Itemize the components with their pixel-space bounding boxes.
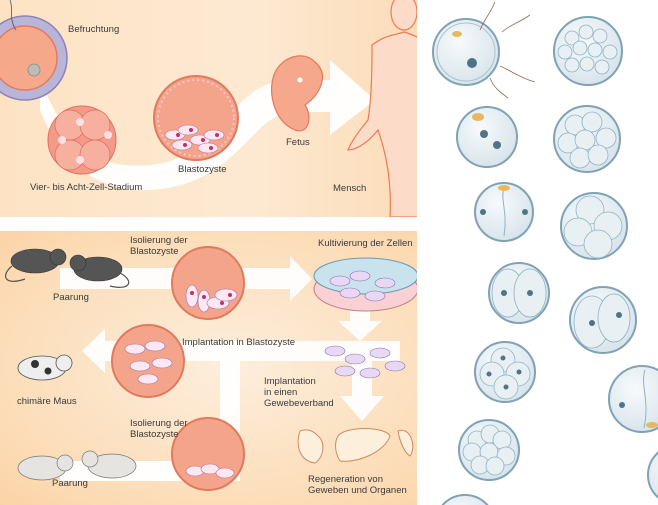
embryo-pronuclei bbox=[456, 106, 518, 168]
kidney-shape bbox=[397, 429, 414, 457]
zygote-illustration bbox=[0, 0, 68, 101]
white-mice-illustration bbox=[17, 450, 137, 481]
cleavage-stages-panel bbox=[420, 0, 658, 505]
development-illustration bbox=[0, 0, 417, 217]
arrow-to-chimera bbox=[60, 329, 400, 481]
gray-mice-illustration bbox=[4, 248, 130, 288]
embryo-eight-cell-right bbox=[553, 105, 621, 173]
embryo-four-cell bbox=[474, 341, 536, 403]
arrow-to-organs bbox=[340, 361, 384, 421]
embryo-two-cell bbox=[488, 262, 550, 324]
label-regeneration: Regeneration von Geweben und Organen bbox=[308, 474, 407, 496]
label-implantation-tissue: Implantation in einen Gewebeverband bbox=[264, 376, 334, 409]
chimeric-mouse-illustration bbox=[17, 354, 73, 381]
embryo-partial-bottom-left bbox=[441, 494, 489, 505]
arrow-culture-down bbox=[338, 289, 382, 341]
label-isolation-bottom: Isolierung der Blastozyste bbox=[130, 418, 188, 440]
label-mating-bottom: Paarung bbox=[52, 478, 88, 489]
liver-shape bbox=[335, 428, 391, 462]
embryo-eight-cell bbox=[458, 419, 520, 481]
label-culture: Kultivierung der Zellen bbox=[318, 238, 413, 249]
organs-illustration bbox=[297, 428, 414, 464]
blastocyst-isolation-top bbox=[171, 246, 245, 320]
embryo-development-panel: Befruchtung Vier- bis Acht-Zell-Stadium … bbox=[0, 0, 417, 217]
embryo-partial-bottom-right bbox=[647, 451, 658, 499]
label-human: Mensch bbox=[333, 183, 367, 194]
heart-shape bbox=[297, 429, 324, 464]
blastocyst-illustration bbox=[153, 75, 239, 161]
embryo-two-cell-large bbox=[569, 286, 637, 354]
label-fetus: Fetus bbox=[286, 137, 310, 148]
embryo-morula bbox=[553, 16, 623, 86]
embryo-zygote-with-sperm bbox=[432, 1, 536, 99]
stem-cell-procedure-panel: Isolierung der Blastozyste Kultivierung … bbox=[0, 231, 417, 505]
label-isolation-top: Isolierung der Blastozyste bbox=[130, 235, 188, 257]
label-implantation-blastocyst: Implantation in Blastozyste bbox=[182, 337, 296, 348]
cultured-cells-illustration bbox=[324, 345, 406, 379]
label-fertilization: Befruchtung bbox=[68, 24, 120, 35]
human-figure-illustration bbox=[347, 0, 417, 217]
procedure-illustration bbox=[4, 246, 417, 491]
embryo-first-division bbox=[474, 182, 534, 242]
label-four-to-eight-cell: Vier- bis Acht-Zell-Stadium bbox=[30, 182, 143, 193]
fetus-illustration bbox=[271, 55, 323, 132]
embryo-division-large bbox=[608, 365, 658, 433]
embryo-four-cell-large bbox=[560, 192, 628, 260]
eight-cell-stage-illustration bbox=[47, 105, 117, 175]
label-chimeric-mouse: chimäre Maus bbox=[17, 396, 77, 407]
label-blastocyst: Blastozyste bbox=[178, 164, 227, 175]
petri-dish-illustration bbox=[313, 257, 417, 312]
blastocyst-isolation-bottom bbox=[171, 417, 245, 491]
blastocyst-implantation bbox=[111, 324, 185, 398]
cleavage-stages-illustration bbox=[432, 1, 658, 505]
label-mating-top: Paarung bbox=[53, 292, 89, 303]
